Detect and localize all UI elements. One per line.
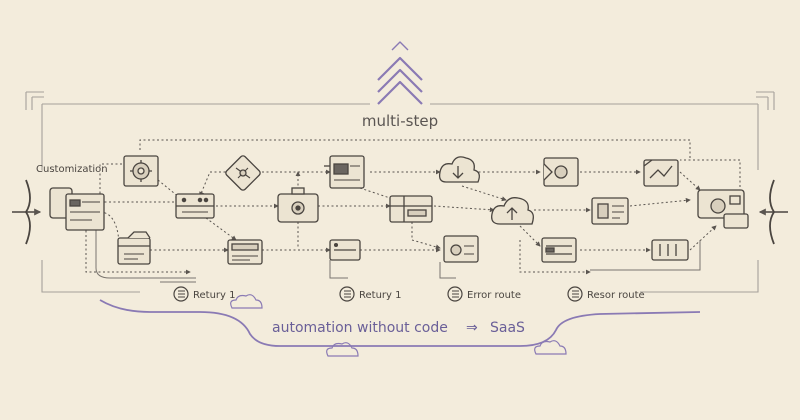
card-reader-icon (227, 239, 263, 265)
route-icons (173, 286, 583, 302)
cloud-upload-icon (491, 197, 534, 225)
outer-frame (25, 91, 775, 293)
page-title: multi-step (362, 112, 438, 130)
tagline-main: automation without code (272, 320, 448, 336)
machine-icon (277, 187, 319, 223)
tagline-target: SaaS (490, 320, 525, 336)
server-unit-icon (329, 239, 361, 261)
wallet-icon (117, 231, 151, 265)
tagline-arrow: ⇒ (466, 320, 478, 336)
monitor-icon (389, 195, 433, 223)
customization-label: Customization (36, 164, 108, 175)
route-label-resor-route: Resor route (587, 290, 645, 301)
device-icon (49, 187, 105, 231)
connectors (85, 139, 741, 275)
route-label-error-route: Error route (467, 290, 521, 301)
cloud-download-icon (438, 156, 480, 183)
bottom-flow-line (99, 299, 701, 347)
report-icon (591, 197, 629, 225)
storage-box-icon (541, 237, 577, 263)
gear-panel-icon (123, 155, 159, 187)
rack-icon (651, 239, 689, 261)
route-label-retry-1a: Retury 1 (193, 290, 235, 301)
control-unit-icon (697, 189, 749, 229)
media-panel-icon (543, 157, 579, 187)
puzzle-icon (225, 155, 261, 191)
media-box-icon (443, 235, 479, 263)
cloud-icon (230, 294, 567, 357)
route-label-retry-1b: Retury 1 (359, 290, 401, 301)
folder-icon (643, 159, 679, 187)
route-lines (95, 226, 701, 283)
document-icon (324, 155, 365, 189)
chevron-up-icon (377, 41, 423, 105)
server-stack-icon (175, 193, 215, 219)
